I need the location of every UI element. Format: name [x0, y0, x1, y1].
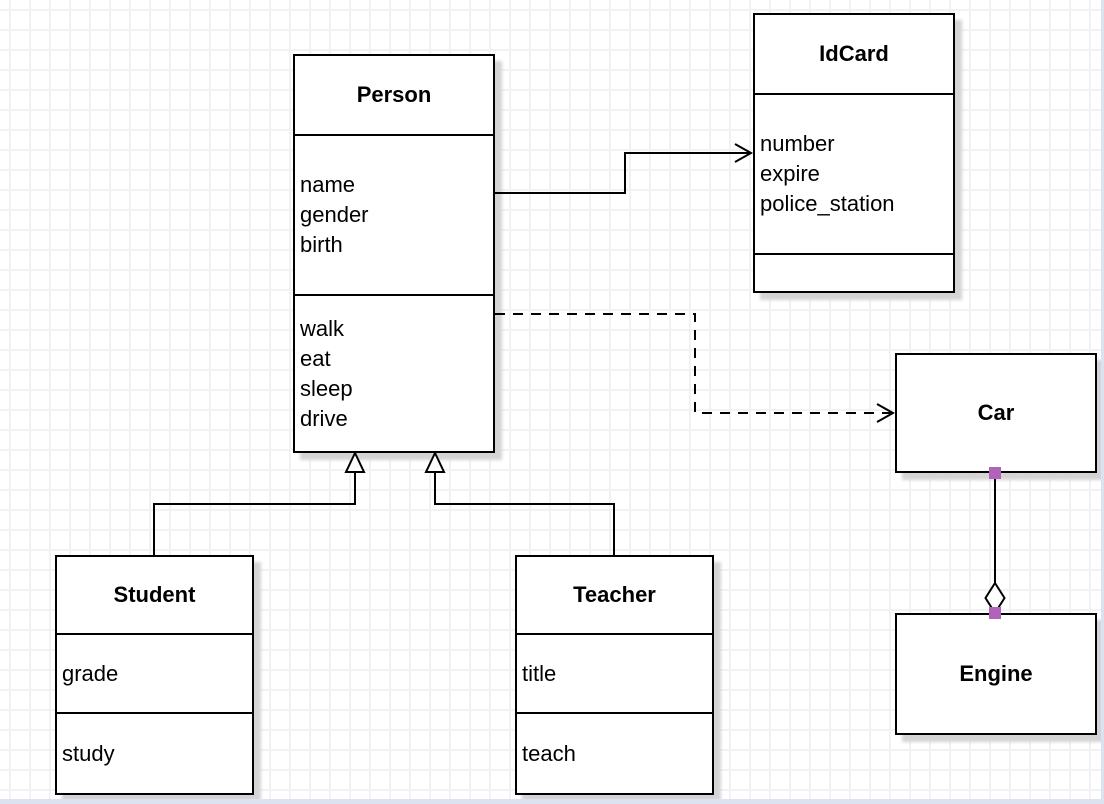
method: eat: [300, 345, 331, 371]
attribute: name: [300, 172, 356, 197]
class-engine-title: Engine: [959, 661, 1033, 686]
edge-line: [153, 471, 356, 555]
class-idcard-title: IdCard: [819, 41, 889, 66]
open-arrowhead-icon: [876, 403, 896, 423]
attribute: grade: [62, 660, 119, 686]
edge-line: [434, 471, 615, 555]
attribute: number: [760, 131, 835, 156]
class-person-title: Person: [356, 82, 432, 107]
attribute: birth: [300, 232, 343, 257]
edge-line: [495, 313, 891, 414]
triangle-arrowhead-icon: [424, 450, 446, 473]
attribute: gender: [300, 202, 369, 227]
class-teacher[interactable]: Teacher title teach: [515, 555, 714, 795]
edge-generalization-student-person[interactable]: [153, 450, 366, 555]
method: walk: [300, 315, 345, 341]
class-teacher-methods: teach: [517, 712, 712, 793]
edge-association-person-idcard[interactable]: [495, 143, 754, 194]
attribute: expire: [760, 161, 820, 186]
class-idcard-methods: [755, 253, 953, 291]
class-student-methods: study: [57, 712, 252, 793]
class-person-attributes: name gender birth: [295, 134, 493, 294]
attribute: title: [522, 660, 557, 686]
class-teacher-attributes: title: [517, 633, 712, 712]
method: sleep: [300, 375, 353, 401]
edge-generalization-teacher-person[interactable]: [424, 450, 615, 555]
canvas-edge-right: [1101, 0, 1104, 804]
class-idcard-attributes: number expire police_station: [755, 93, 953, 253]
diamond-arrowhead-icon: [984, 581, 1006, 615]
class-student-title: Student: [113, 582, 196, 607]
class-student-attributes: grade: [57, 633, 252, 712]
class-car-title: Car: [977, 400, 1015, 425]
method: drive: [300, 405, 348, 431]
class-car[interactable]: Car: [895, 353, 1097, 473]
method: teach: [522, 740, 576, 766]
edge-line: [495, 152, 751, 194]
triangle-arrowhead-icon: [344, 450, 366, 473]
canvas-edge-bottom: [0, 799, 1104, 804]
class-engine[interactable]: Engine: [895, 613, 1097, 735]
method: study: [62, 740, 115, 766]
class-teacher-title: Teacher: [573, 582, 656, 607]
edge-aggregation-car-engine[interactable]: [984, 467, 1006, 619]
class-idcard[interactable]: IdCard number expire police_station: [753, 13, 955, 293]
class-person-methods: walk eat sleep drive: [295, 294, 493, 451]
open-arrowhead-icon: [734, 143, 754, 163]
attribute: police_station: [760, 191, 895, 216]
edge-dependency-person-car[interactable]: [495, 313, 896, 423]
class-student[interactable]: Student grade study: [55, 555, 254, 795]
class-person[interactable]: Person name gender birth walk eat sleep …: [293, 54, 495, 453]
